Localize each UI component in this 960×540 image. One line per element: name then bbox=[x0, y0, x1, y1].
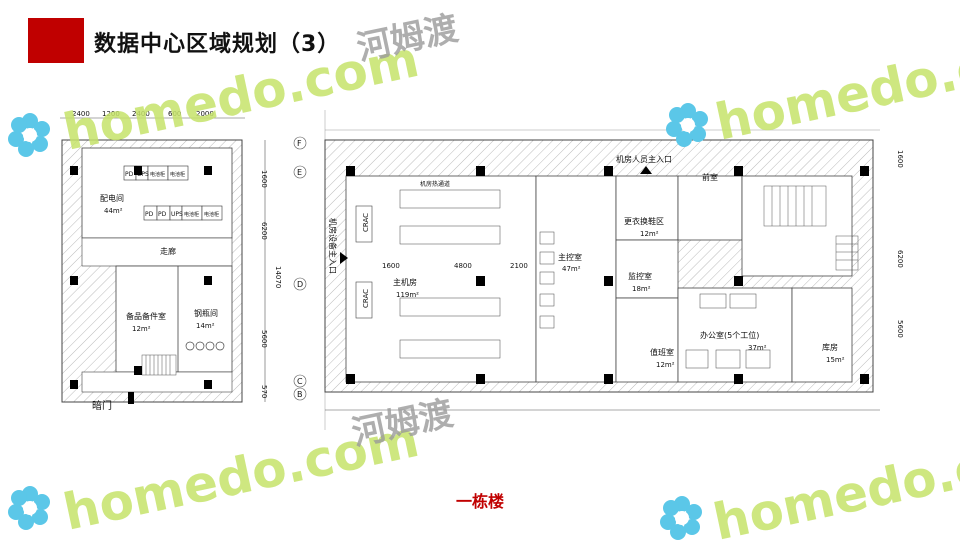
equipment-label: PD bbox=[145, 211, 154, 218]
crac-units bbox=[355, 205, 373, 319]
power-room-area: 44m² bbox=[104, 207, 123, 215]
right-stairs bbox=[763, 185, 859, 271]
main-room-label: 主机房 bbox=[393, 277, 417, 287]
staff-entrance-arrow-icon bbox=[640, 166, 652, 174]
left-floor-plan: 2400 1200 2400 600 2000 PD UPS 电池柜 电池柜 bbox=[60, 110, 307, 412]
equipment-row-lower: PD PD UPS 电池柜 电池柜 bbox=[143, 205, 223, 221]
dim-label: 6200 bbox=[260, 222, 268, 240]
flower-logo-icon bbox=[660, 496, 702, 540]
dim-label: 1200 bbox=[102, 110, 120, 118]
dim-label: 2000 bbox=[196, 110, 214, 118]
control-room-area: 47m² bbox=[562, 265, 581, 273]
aisle-dimensions: 1600 4800 2100 bbox=[382, 262, 528, 270]
dim-label: 5600 bbox=[896, 320, 904, 338]
front-room-label: 前室 bbox=[702, 172, 718, 182]
storage-room-area: 15m² bbox=[826, 356, 845, 364]
cylinder-room-label: 钢瓶间 bbox=[194, 308, 218, 318]
server-rack-rows bbox=[399, 189, 501, 359]
grid-label: D bbox=[297, 280, 303, 289]
grid-label: E bbox=[297, 168, 302, 177]
dim-label: 1600 bbox=[260, 170, 268, 188]
crac-label: CRAC bbox=[362, 289, 370, 308]
power-room-label: 配电间 bbox=[100, 193, 124, 203]
monitor-room-label: 监控室 bbox=[628, 271, 652, 281]
title-accent-square bbox=[28, 18, 84, 63]
left-stairs bbox=[141, 354, 177, 376]
dim-label: 600 bbox=[168, 110, 181, 118]
monitor-room-area: 18m² bbox=[632, 285, 651, 293]
equipment-label: PD bbox=[125, 171, 134, 178]
flower-logo-icon bbox=[8, 113, 50, 157]
left-structural-columns bbox=[70, 166, 212, 404]
office-label: 办公室(5个工位) bbox=[700, 330, 759, 340]
storage-room-label: 库房 bbox=[822, 342, 838, 352]
gas-cylinders bbox=[185, 341, 225, 351]
staff-entrance-label: 机房人员主入口 bbox=[616, 154, 672, 164]
control-room-desks bbox=[539, 231, 555, 329]
office-desks bbox=[685, 293, 771, 369]
dim-label: 2400 bbox=[132, 110, 150, 118]
dim-label: 570 bbox=[260, 385, 268, 398]
grid-label: C bbox=[297, 377, 303, 386]
dim-label: 1600 bbox=[896, 150, 904, 168]
equipment-row-upper: PD UPS 电池柜 电池柜 bbox=[123, 165, 189, 181]
equipment-entrance-arrow-icon bbox=[340, 252, 348, 264]
equipment-label: UPS bbox=[171, 211, 183, 218]
changing-room-area: 12m² bbox=[640, 230, 659, 238]
equipment-label: 电池柜 bbox=[204, 211, 219, 218]
aisle-label: 机房热通道 bbox=[420, 180, 450, 188]
control-room-label: 主控室 bbox=[558, 252, 582, 262]
changing-room-label: 更衣换鞋区 bbox=[624, 216, 664, 226]
office-area: 37m² bbox=[748, 344, 767, 352]
main-room-area: 119m² bbox=[396, 291, 419, 299]
crac-label: CRAC bbox=[362, 213, 370, 232]
left-top-dimensions: 2400 1200 2400 600 2000 bbox=[72, 110, 214, 118]
equipment-label: PD bbox=[158, 211, 167, 218]
cylinder-room-area: 14m² bbox=[196, 322, 215, 330]
equipment-label: 电池柜 bbox=[150, 171, 165, 178]
right-floor-plan: CRAC CRAC 机房热通道 1600 4800 2100 主机房 119m²… bbox=[324, 110, 904, 430]
dim-label: 6200 bbox=[896, 250, 904, 268]
equipment-entrance-label: 机房设备主入口 bbox=[328, 218, 338, 274]
left-right-dimensions: 1600 6200 14070 5600 570 bbox=[260, 170, 282, 398]
watermark-en: homedo.com bbox=[708, 420, 960, 540]
flower-logo-icon bbox=[8, 486, 50, 530]
right-side-dimensions: 1600 6200 5600 bbox=[896, 150, 904, 338]
dim-label: 5600 bbox=[260, 330, 268, 348]
watermark-en: homedo.com bbox=[710, 20, 960, 152]
spare-parts-room-label: 备品备件室 bbox=[126, 311, 166, 321]
grid-label: B bbox=[297, 390, 303, 399]
right-structural-columns bbox=[346, 166, 869, 384]
dim-label: 14070 bbox=[274, 266, 282, 288]
equipment-label: 电池柜 bbox=[170, 171, 185, 178]
equipment-label: 电池柜 bbox=[184, 211, 199, 218]
equipment-label: UPS bbox=[137, 171, 149, 178]
dim-label: 2400 bbox=[72, 110, 90, 118]
grid-axis-bubbles: F E D C B bbox=[293, 136, 307, 401]
spare-parts-room-area: 12m² bbox=[132, 325, 151, 333]
flower-logo-icon bbox=[666, 103, 708, 147]
hidden-door-label: 暗门 bbox=[92, 399, 112, 412]
plan-caption: 一栋楼 bbox=[455, 492, 504, 511]
dim-label: 2100 bbox=[510, 262, 528, 270]
corridor-label: 走廊 bbox=[160, 246, 176, 256]
grid-label: F bbox=[297, 139, 302, 148]
slide-title: 数据中心区域规划（3） bbox=[94, 32, 341, 57]
dim-label: 4800 bbox=[454, 262, 472, 270]
duty-room-area: 12m² bbox=[656, 361, 675, 369]
duty-room-label: 值班室 bbox=[650, 347, 674, 357]
dim-label: 1600 bbox=[382, 262, 400, 270]
